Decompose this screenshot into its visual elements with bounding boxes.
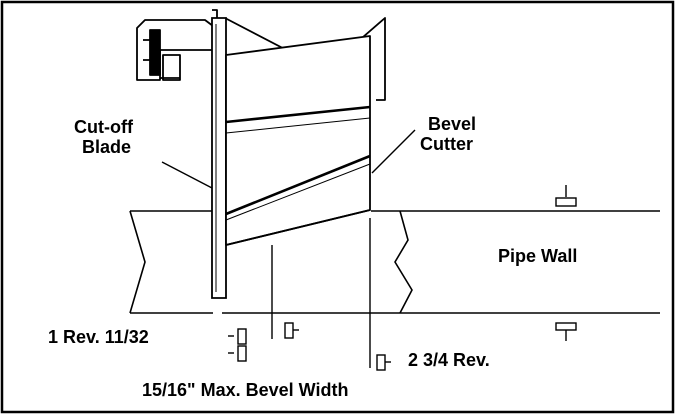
cutoff-blade-label-line2: Blade [82, 137, 132, 157]
pipe-wall-label: Pipe Wall [498, 246, 578, 266]
cutoff-blade [211, 17, 227, 299]
leader-lines [161, 129, 416, 368]
pipe-wall [129, 210, 660, 314]
tick-marks [228, 185, 577, 371]
cutoff-leader [161, 161, 213, 189]
bevel-cutter [225, 35, 371, 246]
cutoff-blade-label-line1: Cut-off [74, 117, 133, 137]
bevel-cutter-label-line2: Cutter [420, 134, 473, 154]
rev-1-label: 1 Rev. 11/32 [48, 327, 149, 347]
rev-2-label: 2 3/4 Rev. [408, 350, 490, 370]
bevel-cutter-label-line1: Bevel [428, 114, 477, 134]
pipe-break-right [394, 210, 413, 314]
max-bevel-label: 15/16" Max. Bevel Width [142, 380, 349, 400]
pipe-break-left [129, 210, 146, 314]
bevel-leader [371, 129, 416, 174]
